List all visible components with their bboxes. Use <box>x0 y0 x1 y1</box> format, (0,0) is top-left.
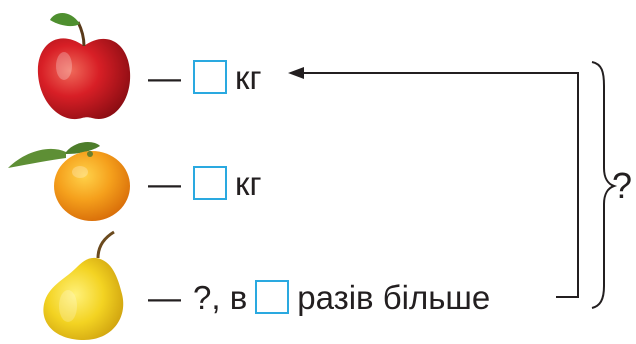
connector-arrow-line <box>300 72 579 298</box>
times-more-label: разів більше <box>297 278 491 316</box>
curly-brace <box>591 61 618 309</box>
total-question-mark: ? <box>612 165 633 206</box>
answer-box-mandarin-kg[interactable] <box>193 166 227 200</box>
pear-icon <box>43 230 124 340</box>
unit-label: кг <box>235 164 262 202</box>
row-apple: — кг <box>148 60 261 94</box>
answer-box-times[interactable] <box>255 280 290 314</box>
row-mandarin: — кг <box>148 166 261 200</box>
arrow-head <box>288 67 304 79</box>
question-prefix: ?, в <box>193 278 248 316</box>
answer-box-apple-kg[interactable] <box>193 60 227 94</box>
row-pear: — ?, в разів більше <box>148 280 490 314</box>
apple-icon <box>37 13 131 120</box>
unit-label: кг <box>235 58 262 96</box>
dash: — <box>148 278 181 316</box>
mandarin-icon <box>8 142 130 221</box>
dash: — <box>148 164 181 202</box>
dash: — <box>148 58 181 96</box>
